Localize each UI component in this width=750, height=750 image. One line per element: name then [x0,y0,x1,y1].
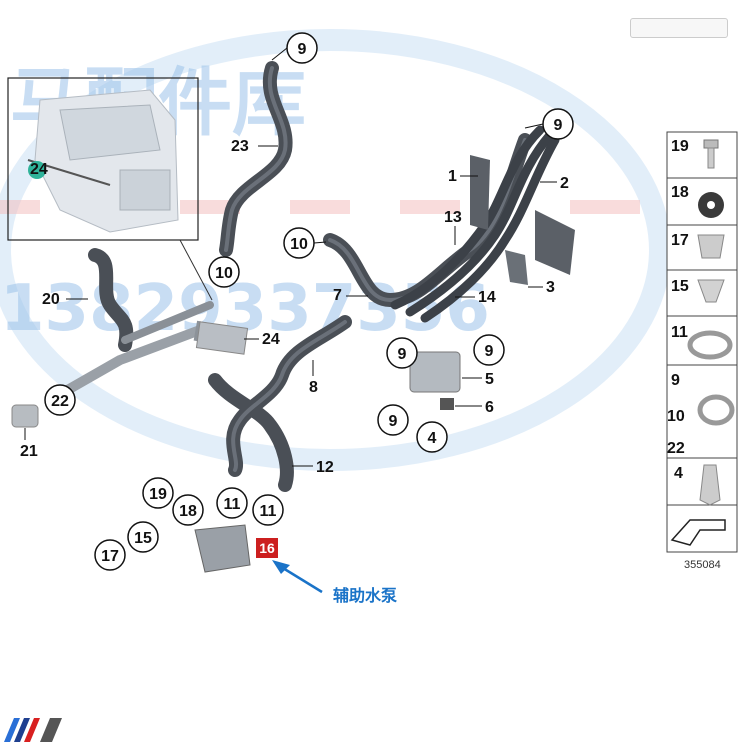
part-circle-9e [377,404,409,436]
part-circle-17 [94,539,126,571]
part-label-1: 1 [448,168,457,185]
top-right-toolbar-button[interactable] [630,18,728,38]
part-label-24: 24 [262,331,280,348]
spring-clamp-icon [697,394,735,426]
legend-label-11: 11 [671,324,688,341]
diagram-arrow-icon [670,519,726,546]
highlight-box-16 [256,538,278,558]
part-label-2: 2 [560,175,569,192]
legend-label-19: 19 [671,138,689,155]
part-label-22: 22 [51,393,69,410]
part-label-8: 8 [309,379,318,396]
callout-arrowhead [272,560,290,574]
legend-label-4: 4 [674,465,683,482]
part-label-5: 5 [485,371,494,388]
clip-icon [697,234,725,259]
legend-label-10: 10 [667,408,685,425]
part-circle-11b [252,494,284,526]
legend-label-22: 22 [667,440,685,457]
part-circle-9c [386,337,418,369]
part-label-15: 15 [134,530,152,547]
nut-icon [697,279,725,303]
part-label-19: 19 [149,486,167,503]
part-label-17: 17 [101,548,119,565]
hose-clamp-icon [687,330,733,360]
hose-12 [208,373,294,492]
callout-group: 16 辅助水泵 [256,538,397,605]
part-label-9a: 9 [298,41,307,58]
part-label-12: 12 [316,459,334,476]
inset-label-24: 24 [30,161,48,178]
part-label-18: 18 [179,503,197,520]
part-circle-9d [473,334,505,366]
part-circle-15 [127,521,159,553]
fastener-legend: 19 18 17 15 11 9 10 22 4 355084 [666,131,738,571]
inset-engine-view: 24 [7,77,213,301]
part-label-13: 13 [444,209,462,226]
part-label-9c: 9 [398,346,407,363]
part-circle-10b [208,256,240,288]
part-label-9d: 9 [485,343,494,360]
part-circle-19 [142,477,174,509]
hose-bundle-c [420,135,560,323]
diagram-code: 355084 [684,559,721,571]
m-stripes-logo [4,718,62,742]
part-circle-22 [44,384,76,416]
part-label-10a: 10 [290,236,308,253]
legend-label-9: 9 [671,372,680,389]
inset-marker-24 [28,161,46,179]
part-label-14: 14 [478,289,496,306]
part-label-10b: 10 [215,265,233,282]
grommet-icon [698,192,724,218]
part-label-3: 3 [546,279,555,296]
part-label-23: 23 [231,138,249,155]
part-label-7: 7 [333,287,342,304]
part-circle-4 [416,421,448,453]
part-label-20: 20 [42,291,60,308]
part-label-21: 21 [20,443,38,460]
hose-bundle-b [405,130,555,317]
bolt-icon [703,139,719,169]
part-label-9b: 9 [554,117,563,134]
part-label-9e: 9 [389,413,398,430]
part-circle-18 [172,494,204,526]
highlight-label-16: 16 [259,540,275,556]
legend-label-15: 15 [671,278,689,295]
legend-label-18: 18 [671,184,689,201]
expanding-rivet-icon [699,464,721,506]
part-label-11b: 11 [260,503,277,520]
hose-20 [88,248,134,352]
callout-text: 辅助水泵 [333,586,397,605]
part-label-11a: 11 [224,496,241,513]
part-label-6: 6 [485,399,494,416]
legend-label-17: 17 [671,232,689,249]
part-label-4: 4 [428,430,437,447]
part-labels: 9 23 9 1 2 13 10 10 7 14 3 20 24 9 9 [20,32,574,571]
part-circle-11a [216,487,248,519]
